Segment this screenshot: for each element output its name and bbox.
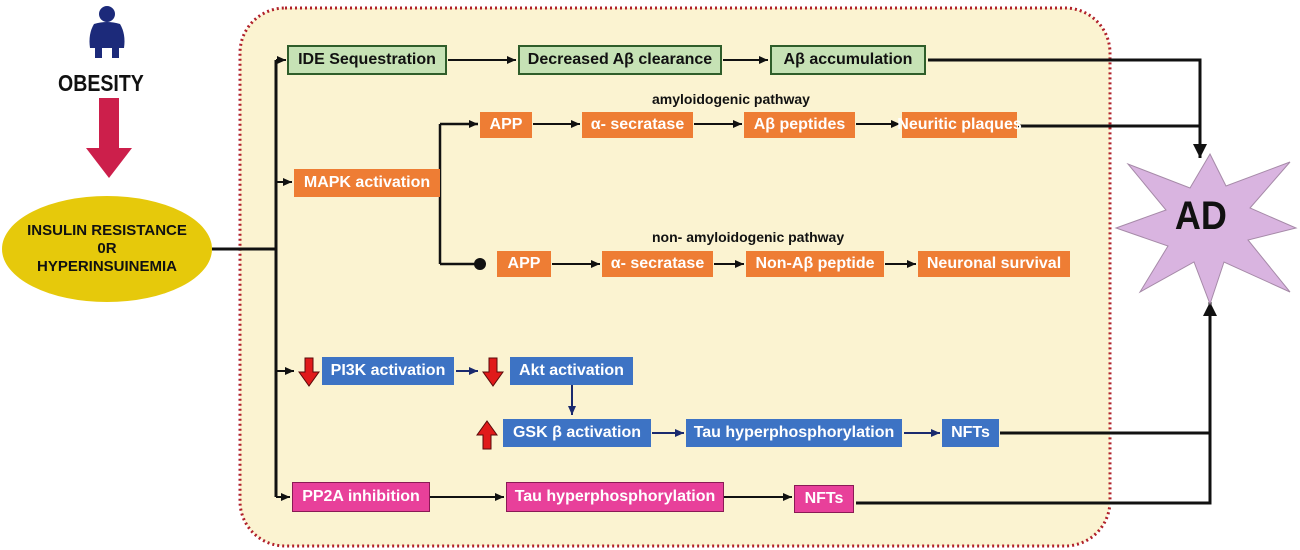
block-dot	[474, 258, 486, 270]
tau-hyperphosphorylation-box: Tau hyperphosphorylation	[686, 419, 902, 447]
mapk-activation-box: MAPK activation	[294, 169, 440, 197]
neuritic-plaques-box: Neuritic plaques	[897, 112, 1022, 138]
abeta-peptides-box: Aβ peptides	[744, 112, 855, 138]
abeta-accumulation-box: Aβ accumulation	[770, 45, 926, 75]
amyloidogenic-pathway-label: amyloidogenic pathway	[652, 91, 810, 107]
tau-hyperphosphorylation-box: Tau hyperphosphorylation	[506, 482, 724, 512]
akt-activation-box: Akt activation	[510, 357, 633, 385]
mapk-split	[438, 120, 478, 266]
source-line-2: 0R	[97, 240, 117, 257]
app-box: APP	[497, 251, 551, 277]
obesity-arrow	[86, 98, 132, 178]
obesity-label: OBESITY	[58, 70, 144, 96]
nfts-box: NFTs	[942, 419, 999, 447]
ide-sequestration-box: IDE Sequestration	[287, 45, 447, 75]
app-box: APP	[480, 112, 532, 138]
ad-burst	[1114, 152, 1298, 306]
alpha-secretase-box: α- secratase	[602, 251, 713, 277]
source-line-3: HYPERINSUINEMIA	[36, 258, 178, 275]
branch-arrows	[276, 56, 294, 501]
pp2a-inhibition-box: PP2A inhibition	[292, 482, 430, 512]
pathway-panel	[238, 6, 1112, 548]
pi3k-activation-box: PI3K activation	[322, 357, 454, 385]
ad-label: AD	[1174, 194, 1227, 238]
trunk-connectors	[212, 60, 278, 497]
down-arrow-icons	[298, 357, 504, 450]
decreased-clearance-box: Decreased Aβ clearance	[518, 45, 722, 75]
non-abeta-peptide-box: Non-Aβ peptide	[746, 251, 884, 277]
alpha-secretase-box: α- secratase	[582, 112, 693, 138]
outcome-connectors	[856, 58, 1217, 505]
insulin-resistance-node: INSULIN RESISTANCE 0R HYPERINSUINEMIA	[2, 196, 212, 302]
down-arrow-icon	[298, 357, 320, 387]
non-amyloidogenic-pathway-label: non- amyloidogenic pathway	[652, 229, 845, 245]
blue-arrows	[456, 367, 940, 437]
gsk-beta-activation-box: GSK β activation	[503, 419, 651, 447]
up-arrow-icon	[476, 420, 498, 450]
person-icon	[89, 6, 125, 58]
down-arrow-icon	[482, 357, 504, 387]
neuronal-survival-box: Neuronal survival	[918, 251, 1070, 277]
source-line-1: INSULIN RESISTANCE	[27, 222, 187, 239]
nfts-box: NFTs	[794, 485, 854, 513]
